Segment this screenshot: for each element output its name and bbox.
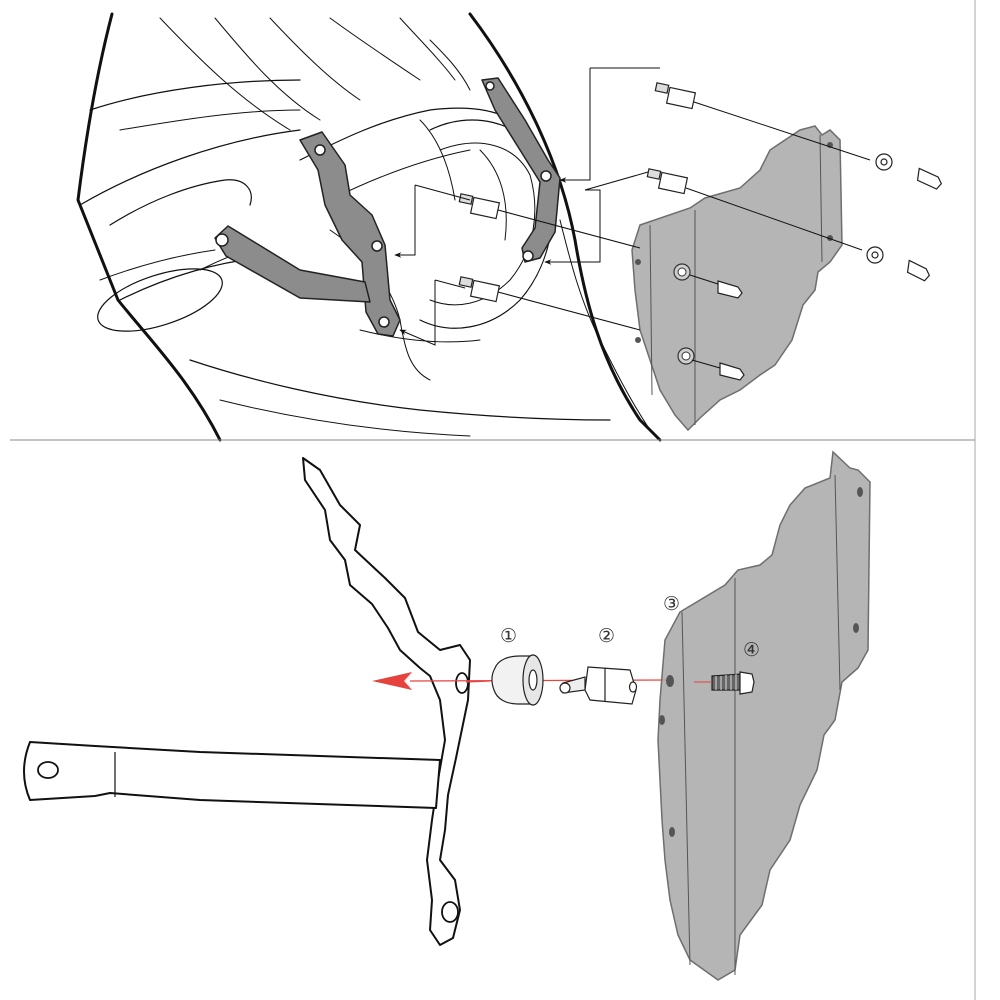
bottom-panel: ① ② ③ ④ [23,450,871,981]
windshield-panel [657,450,871,981]
callout-1: ① [500,625,517,647]
top-panel [76,12,943,442]
callout-3: ③ [663,593,680,615]
top-spacers [458,82,697,303]
bracket-holes [37,672,469,923]
callout-4: ④ [743,639,760,661]
top-fasteners [717,153,943,381]
callouts: ① ② ③ ④ [500,593,760,661]
right-bracket [481,77,561,263]
mounting-screw [694,671,755,695]
callout-2: ② [598,625,615,647]
bracket-outline [23,457,471,946]
assembly-lines [394,67,871,369]
spacer-standoff [559,666,638,705]
windshield-panel-top [631,125,843,432]
mounting-bracket [214,131,401,337]
rubber-grommet [491,654,544,706]
